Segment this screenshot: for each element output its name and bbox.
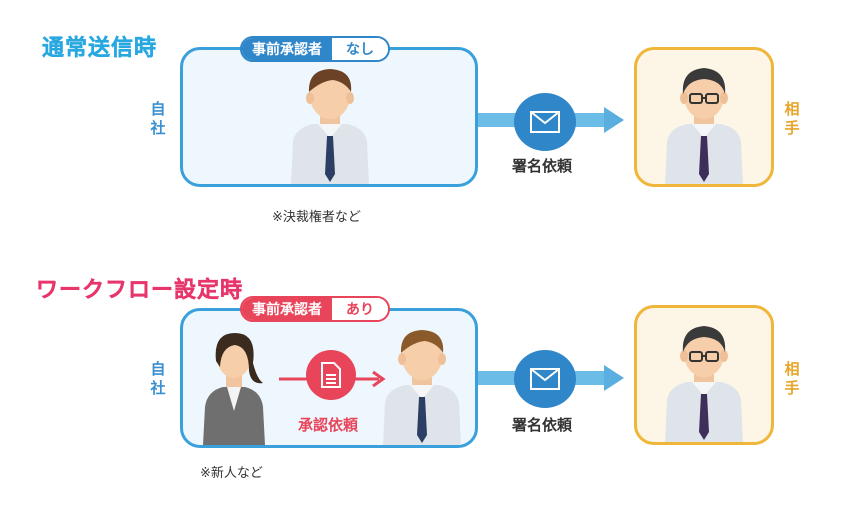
send-caption: 署名依頼 (512, 157, 573, 175)
send-arrow-head (604, 107, 624, 133)
self-note: ※新人など (200, 466, 263, 481)
approver-value: なし (332, 38, 388, 60)
self-label-char: 社 (150, 379, 166, 397)
send-arrow-head (604, 365, 624, 391)
partner-label-char: 手 (784, 119, 800, 137)
partner-label: 相 手 (784, 100, 800, 138)
approver-label: 事前承認者 (242, 38, 332, 60)
partner-with-glasses-figure (665, 326, 743, 442)
approver-status-pill: 事前承認者 なし (240, 36, 390, 62)
self-label-char: 自 (150, 100, 166, 118)
partner-label-char: 手 (784, 379, 800, 397)
approval-caption: 承認依頼 (298, 416, 359, 434)
businessman-figure (291, 69, 369, 184)
self-label: 自 社 (150, 100, 166, 138)
workflow-title: ワークフロー設定時 (36, 278, 244, 303)
workflow-people-figures (203, 330, 461, 445)
envelope-icon (514, 93, 576, 151)
partner-label: 相 手 (784, 360, 800, 398)
partner-box (634, 305, 774, 445)
document-icon (306, 350, 356, 400)
approver-label: 事前承認者 (242, 298, 332, 320)
self-note: ※決裁権者など (272, 210, 361, 225)
self-label: 自 社 (150, 360, 166, 398)
partner-label-char: 相 (784, 360, 800, 378)
self-label-char: 自 (150, 360, 166, 378)
normal-send-title: 通常送信時 (42, 36, 158, 61)
send-caption: 署名依頼 (512, 416, 573, 434)
partner-box (634, 47, 774, 187)
partner-label-char: 相 (784, 100, 800, 118)
self-company-box (180, 47, 478, 187)
approver-value: あり (332, 298, 388, 320)
envelope-icon (514, 350, 576, 408)
approver-status-pill: 事前承認者 あり (240, 296, 390, 322)
partner-with-glasses-figure (665, 68, 743, 184)
self-label-char: 社 (150, 119, 166, 137)
